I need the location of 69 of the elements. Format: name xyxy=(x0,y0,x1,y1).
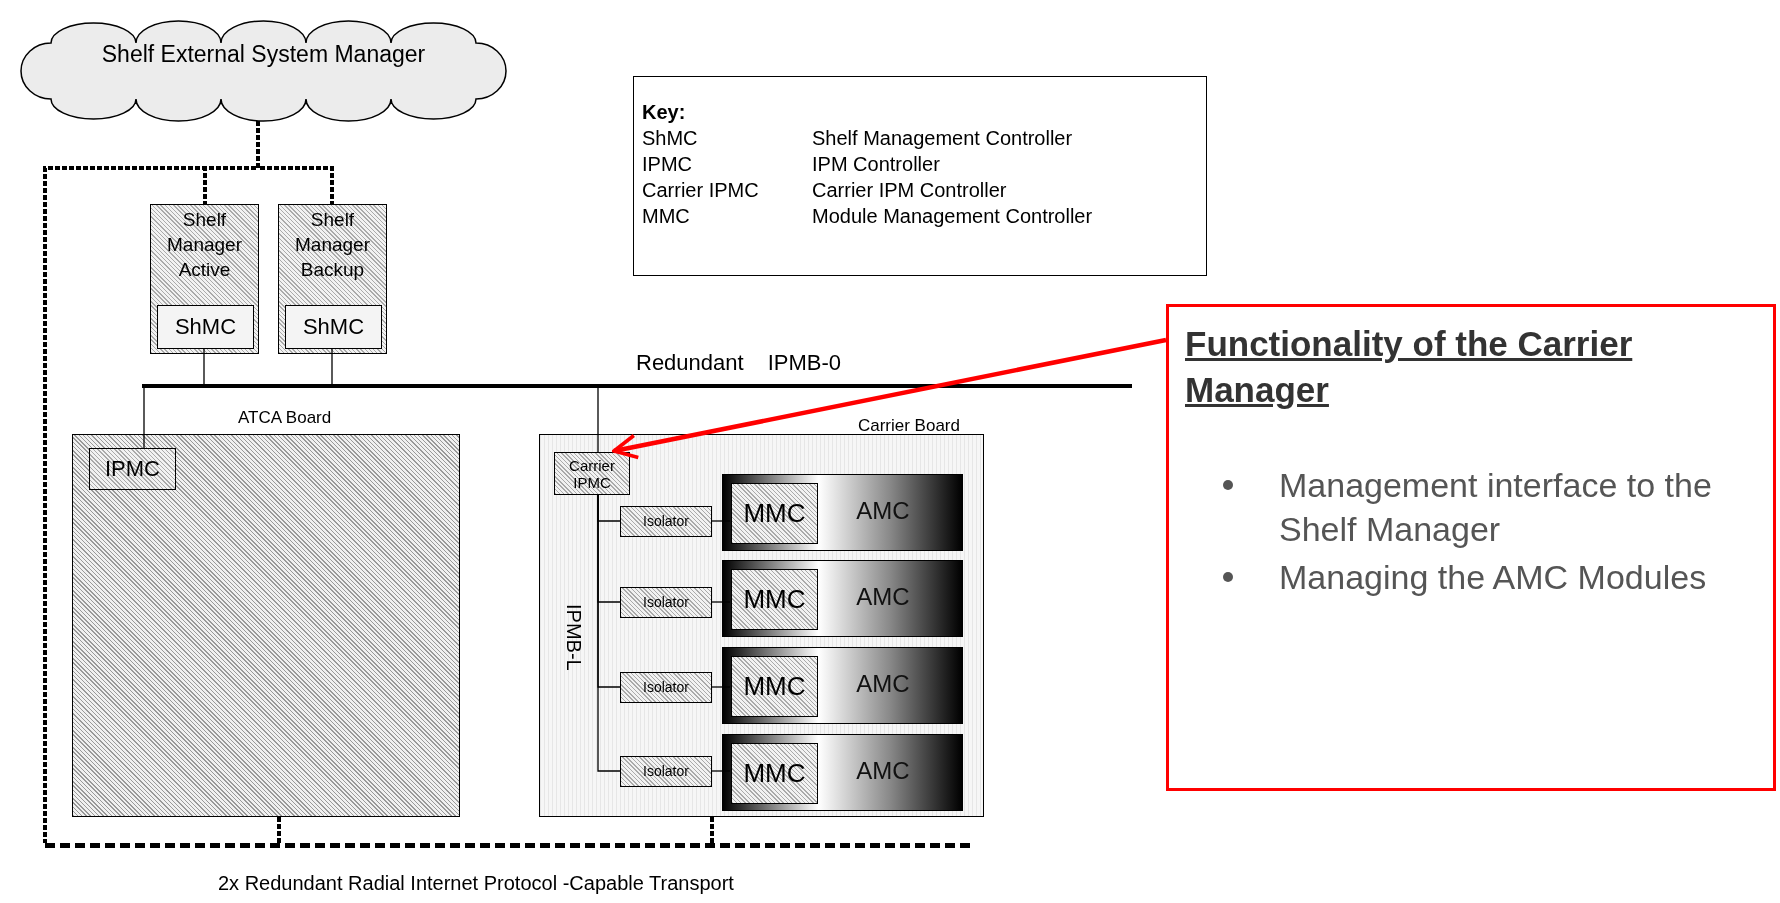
box-label: Isolator xyxy=(643,594,689,611)
connector-line xyxy=(277,817,281,843)
controller-box xyxy=(89,448,176,490)
key-definition: Carrier IPM Controller xyxy=(812,178,1007,203)
connector-line xyxy=(711,601,731,603)
box-label: Isolator xyxy=(643,679,689,696)
key-term: IPMC xyxy=(642,152,692,177)
bus-line xyxy=(45,843,970,848)
controller-box xyxy=(731,656,818,717)
controller-box xyxy=(157,305,254,349)
board-title: ATCA Board xyxy=(238,408,332,428)
key-term: Carrier IPMC xyxy=(642,178,759,203)
box-label: MMC xyxy=(743,671,806,702)
controller-box xyxy=(554,452,630,495)
module-box xyxy=(722,560,963,637)
box-label: AMC xyxy=(855,757,911,785)
key-definition: IPM Controller xyxy=(812,152,940,177)
connector-line xyxy=(203,347,205,385)
key-term: ShMC xyxy=(642,126,698,151)
connector-line xyxy=(331,347,333,385)
box-label: Isolator xyxy=(643,513,689,530)
box-label: IPMC xyxy=(105,456,160,482)
callout-panel xyxy=(1166,304,1776,791)
module-box xyxy=(722,734,963,811)
box-label: AMC xyxy=(855,497,911,525)
connector-line xyxy=(143,387,145,449)
box-label: Shelf Manager Backup xyxy=(294,208,371,282)
box-label: ShMC xyxy=(302,314,365,340)
connector-line xyxy=(597,387,599,453)
key-definition: Module Management Controller xyxy=(812,204,1093,229)
key-heading: Key: xyxy=(642,100,686,125)
box-label: MMC xyxy=(743,584,806,615)
box-label: Carrier IPMC xyxy=(568,456,616,491)
controller-box xyxy=(731,743,818,804)
arrow xyxy=(612,337,1167,460)
module-box xyxy=(722,474,963,551)
isolator-box xyxy=(620,756,712,787)
bus-label: IPMB-L xyxy=(562,604,585,671)
module-box xyxy=(722,647,963,724)
controller-box xyxy=(731,483,818,544)
isolator-box xyxy=(620,672,712,703)
connector-line xyxy=(711,520,731,522)
connector-line xyxy=(711,686,731,688)
controller-box xyxy=(731,569,818,630)
box-label: MMC xyxy=(743,498,806,529)
board-title: Carrier Board xyxy=(857,416,960,436)
key-definition: Shelf Management Controller xyxy=(812,126,1073,151)
bus-caption: 2x Redundant Radial Internet Protocol -Capable Transport xyxy=(218,872,734,895)
box-label: ShMC xyxy=(174,314,237,340)
box-label: Isolator xyxy=(643,763,689,780)
bus-label: Redundant IPMB-0 xyxy=(636,350,842,376)
connector-line xyxy=(710,817,714,843)
callout-heading: Functionality of the Carrier Manager xyxy=(1185,323,1634,411)
key-panel xyxy=(633,76,1207,276)
box-label: Shelf Manager Active xyxy=(166,208,243,282)
cloud-label: Shelf External System Manager xyxy=(101,40,426,69)
connector-line xyxy=(711,770,731,772)
controller-box xyxy=(285,305,382,349)
box-label: AMC xyxy=(855,583,911,611)
isolator-box xyxy=(620,587,712,618)
bullet-text: Management interface to the Shelf Manager xyxy=(1279,466,1712,548)
connector-line xyxy=(597,494,621,772)
box-label: MMC xyxy=(743,758,806,789)
shelf-manager-box xyxy=(150,204,259,354)
bullet-text: Managing the AMC Modules xyxy=(1279,558,1707,596)
box-label: AMC xyxy=(855,670,911,698)
key-term: MMC xyxy=(642,204,690,229)
isolator-box xyxy=(620,506,712,537)
shelf-manager-box xyxy=(278,204,387,354)
